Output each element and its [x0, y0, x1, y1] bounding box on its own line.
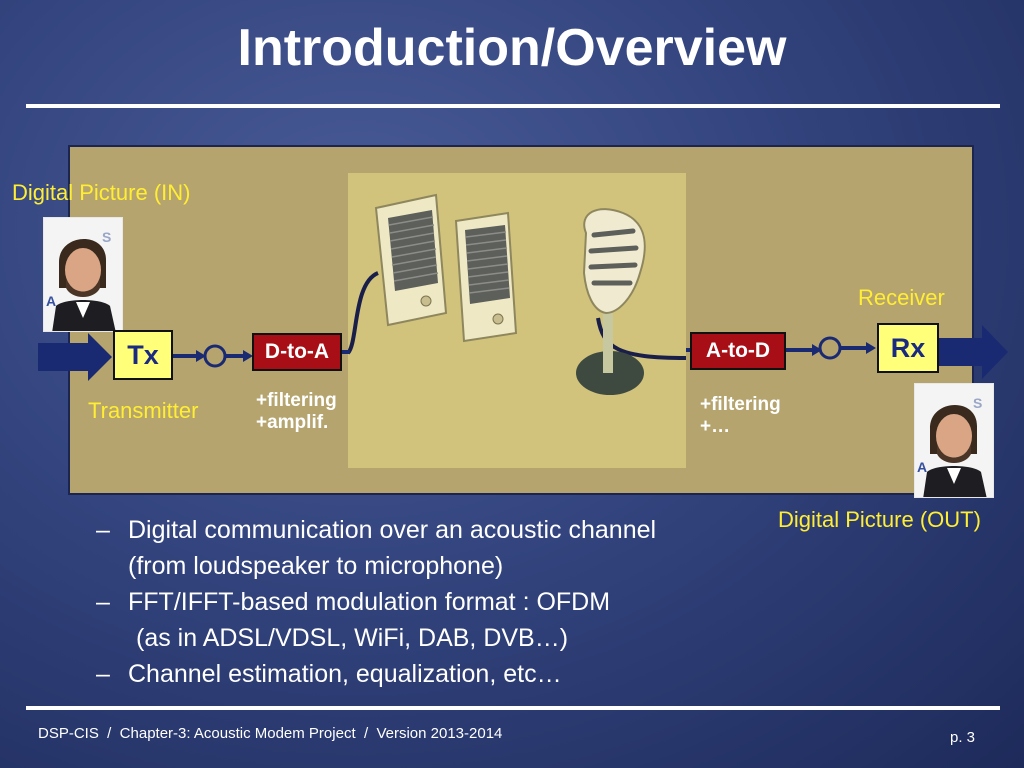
bullet-item: – Digital communication over an acoustic… — [96, 512, 776, 548]
digital-picture-in-label: Digital Picture (IN) — [12, 180, 191, 205]
portrait-photo-out: S A — [914, 383, 994, 498]
d-to-a-block: D-to-A — [252, 333, 342, 371]
svg-text:S: S — [102, 229, 111, 245]
bullet-line: Channel estimation, equalization, etc… — [128, 660, 562, 688]
speaker-icon — [374, 193, 448, 327]
bullet-line: FFT/IFFT-based modulation format : OFDM — [128, 588, 611, 616]
microphone-icon — [576, 208, 687, 395]
footer-course-info: DSP-CIS / Chapter-3: Acoustic Modem Proj… — [38, 725, 503, 742]
svg-text:A: A — [917, 459, 927, 475]
speaker-icon — [454, 211, 518, 343]
bullet-dash: – — [96, 660, 110, 688]
receiver-label: Receiver — [858, 285, 945, 310]
a-to-d-block: A-to-D — [690, 332, 786, 370]
bullet-item: – Channel estimation, equalization, etc… — [96, 656, 776, 692]
rx-block: Rx — [877, 323, 939, 373]
bullet-list: – Digital communication over an acoustic… — [96, 512, 776, 692]
tx-note-filtering: +filtering — [256, 390, 337, 411]
digital-picture-out-label: Digital Picture (OUT) — [778, 507, 981, 532]
portrait-photo-in: S A — [43, 217, 123, 332]
bullet-dash: – — [96, 516, 110, 544]
tx-processing-notes: +filtering +amplif. — [256, 390, 337, 434]
speakers-and-microphone-illustration — [346, 193, 687, 395]
title-underline — [26, 104, 1000, 108]
rx-note-filtering: +filtering — [700, 394, 781, 415]
acoustic-channel-photo — [346, 173, 687, 468]
arrow-icon — [938, 325, 1008, 379]
page-number: p. 3 — [950, 729, 976, 746]
tx-block: Tx — [113, 330, 173, 380]
circle-node-icon — [818, 336, 842, 360]
circle-node-icon — [203, 344, 227, 368]
svg-text:A: A — [46, 293, 56, 309]
footer-rule — [26, 706, 1000, 710]
tx-note-amplif: +amplif. — [256, 412, 329, 433]
bullet-dash: – — [96, 588, 110, 616]
svg-text:S: S — [973, 395, 982, 411]
rx-note-etc: +… — [700, 416, 731, 437]
page-title: Introduction/Overview — [237, 19, 787, 77]
bullet-item: – FFT/IFFT-based modulation format : OFD… — [96, 584, 776, 620]
bullet-continuation: (as in ADSL/VDSL, WiFi, DAB, DVB…) — [136, 624, 569, 652]
bullet-line: Digital communication over an acoustic c… — [128, 516, 657, 544]
bullet-continuation: (from loudspeaker to microphone) — [128, 552, 504, 580]
rx-processing-notes: +filtering +… — [700, 394, 781, 438]
transmitter-label: Transmitter — [88, 398, 199, 423]
arrow-icon — [38, 333, 112, 381]
